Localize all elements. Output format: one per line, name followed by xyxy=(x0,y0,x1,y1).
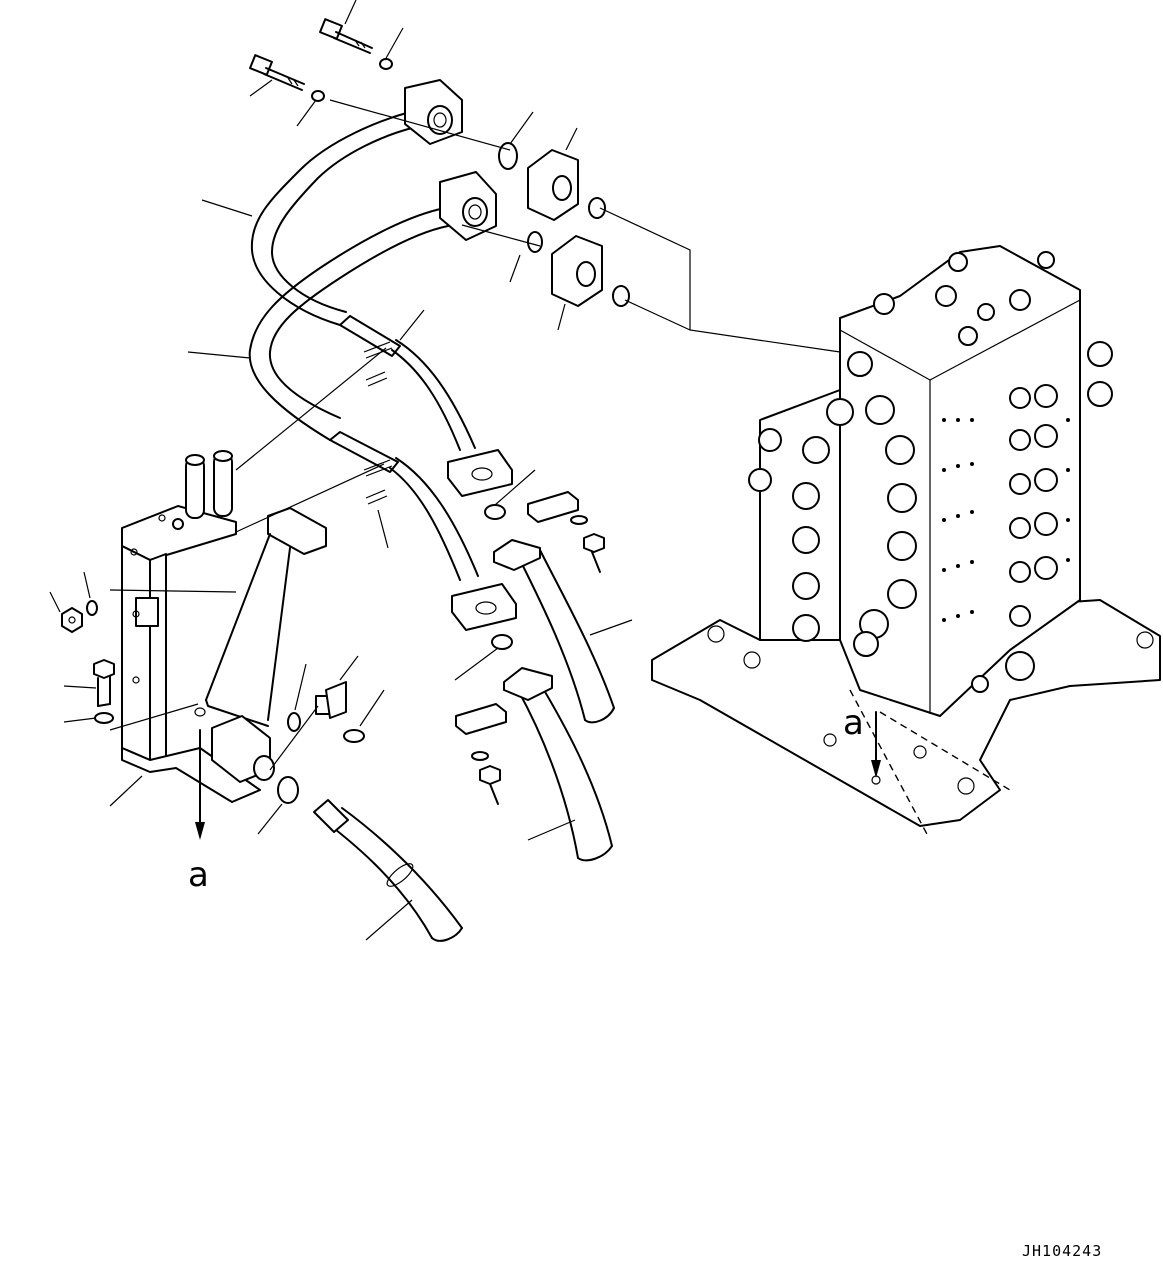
top-washer-lower xyxy=(311,90,325,102)
tube-end-flange-upper xyxy=(447,449,513,497)
reference-label-right: a xyxy=(843,703,864,743)
hose-left xyxy=(313,799,463,942)
hose-middle-upper xyxy=(493,539,633,724)
o-ring-5 xyxy=(484,504,506,520)
hose-clamp-lower xyxy=(455,703,507,805)
valve-spool-caps xyxy=(748,341,1113,693)
tube-end-flange-lower xyxy=(451,583,517,631)
document-id: JH104243 xyxy=(1022,1242,1102,1260)
top-bolt-upper xyxy=(319,18,373,54)
reference-label-left: a xyxy=(188,855,209,895)
left-nut xyxy=(61,607,83,633)
valve-top-plugs xyxy=(847,251,1055,377)
hose-middle-lower xyxy=(503,667,613,862)
lower-tube-assembly xyxy=(248,171,497,441)
o-ring-7 xyxy=(287,712,301,732)
left-washer-2 xyxy=(94,712,114,724)
left-washer-1 xyxy=(86,600,98,616)
o-ring-1 xyxy=(498,142,518,170)
o-ring-3 xyxy=(588,197,606,219)
o-ring-2 xyxy=(527,231,543,253)
bracket-assembly xyxy=(121,450,327,803)
o-ring-8 xyxy=(343,729,365,743)
elbow-fitting xyxy=(315,655,359,719)
left-bolt xyxy=(93,659,115,707)
upper-tube-assembly xyxy=(250,79,463,326)
top-bolt-lower xyxy=(249,54,305,91)
o-ring-9 xyxy=(277,776,299,804)
split-flange-lower xyxy=(551,235,603,307)
reference-arrow-right xyxy=(871,711,881,778)
o-ring-4 xyxy=(612,285,630,307)
o-ring-6 xyxy=(491,634,513,650)
reference-arrow-left xyxy=(195,729,205,840)
valve-port-dots xyxy=(942,418,1070,622)
hose-clamp-upper xyxy=(527,491,605,573)
top-washer-upper xyxy=(379,58,393,70)
split-flange-upper xyxy=(527,149,579,221)
